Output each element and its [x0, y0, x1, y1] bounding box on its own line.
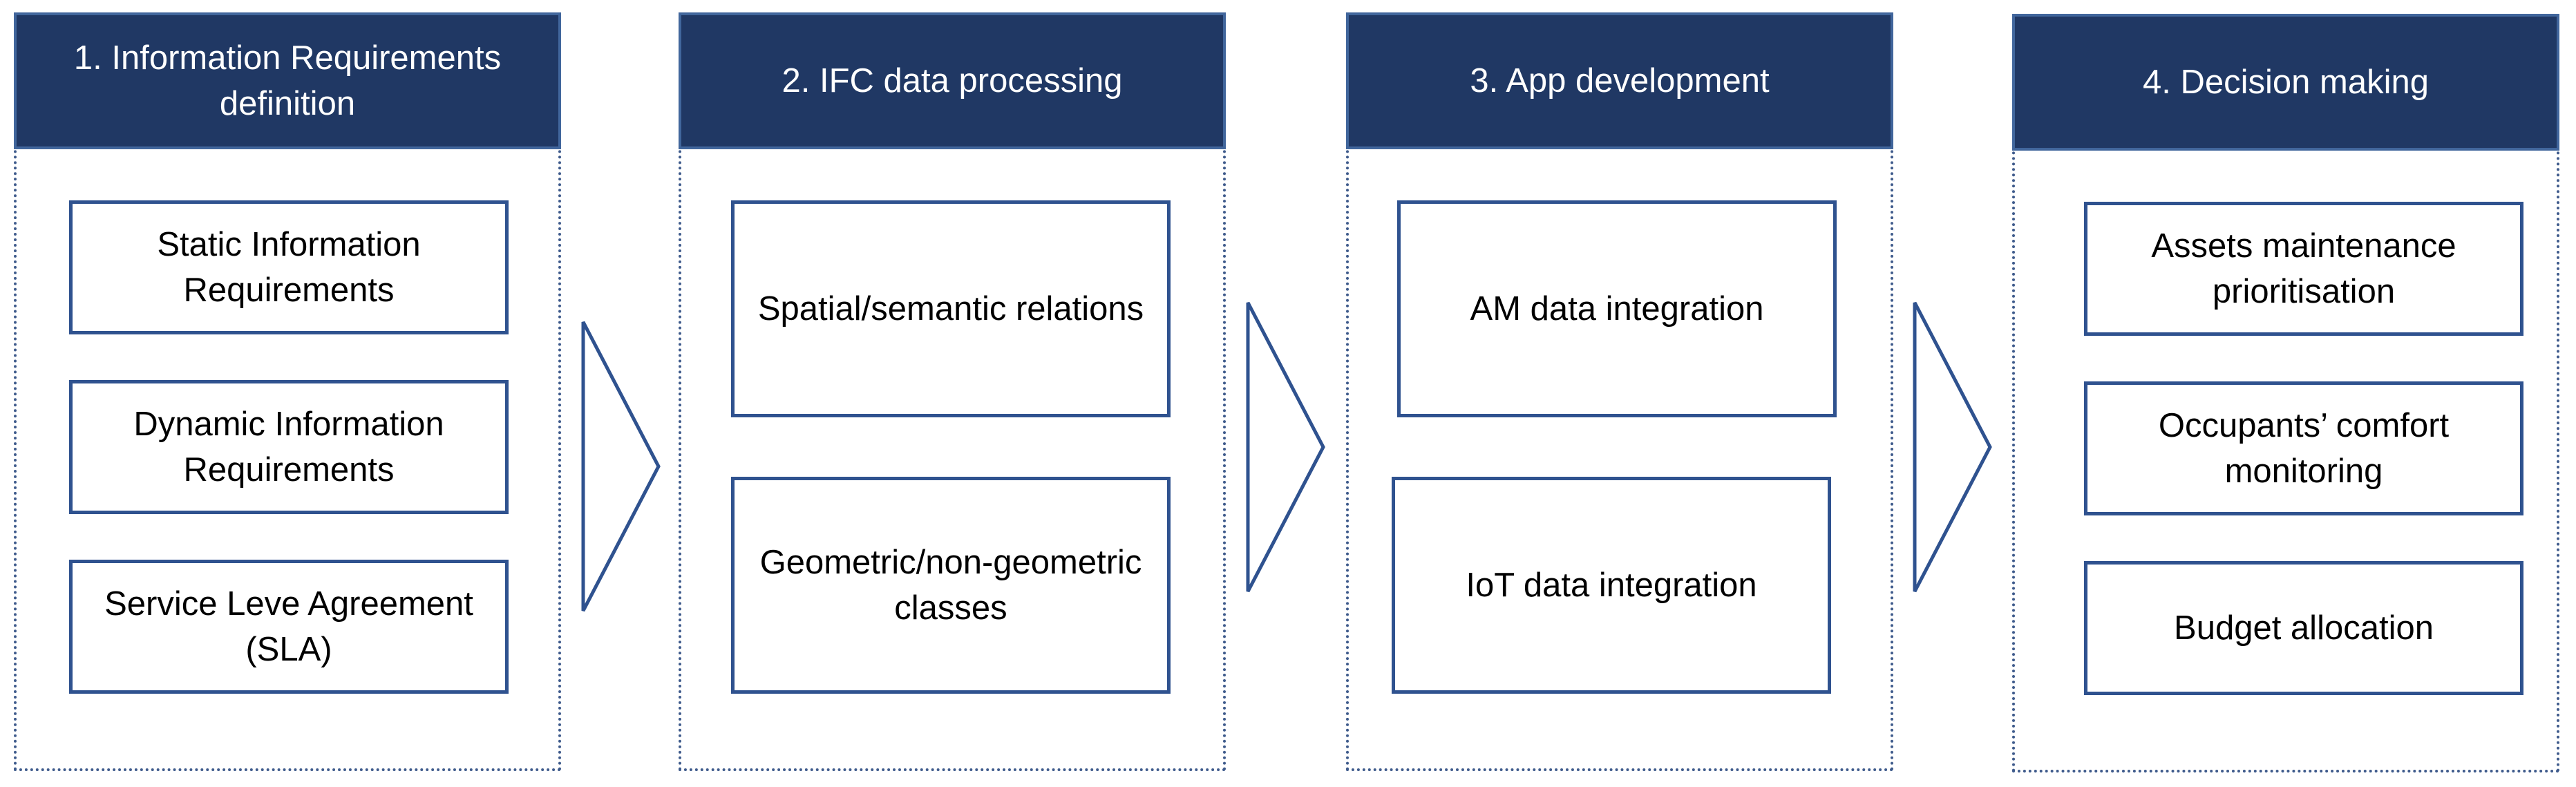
stage-3-item-am-data-integration: AM data integration	[1397, 200, 1837, 417]
stage-4-header: 4. Decision making	[2012, 14, 2559, 151]
stage-3-item-iot-data-integration: IoT data integration	[1392, 477, 1831, 694]
arrow-3-chevron-icon	[1913, 301, 1992, 593]
item-label: Occupants’ comfort monitoring	[2158, 407, 2450, 490]
stage-2-title: 2. IFC data processing	[782, 62, 1123, 99]
stage-1-title: 1. Information Requirements definition	[73, 39, 502, 122]
stage-4-item-assets-maintenance-prioritisation: Assets maintenance prioritisation	[2084, 202, 2523, 336]
item-label: IoT data integration	[1466, 567, 1757, 604]
stage-1-item-service-level-agreement: Service Leve Agreement (SLA)	[69, 560, 509, 694]
stage-4-title: 4. Decision making	[2143, 64, 2429, 101]
stage-4-item-budget-allocation: Budget allocation	[2084, 561, 2523, 695]
stage-1-item-dynamic-information-requirements: Dynamic Information Requirements	[69, 380, 509, 514]
arrow-2-chevron-icon	[1246, 301, 1325, 593]
stage-2-item-geometric-classes: Geometric/non-geometric classes	[731, 477, 1171, 694]
stage-2-item-spatial-semantic-relations: Spatial/semantic relations	[731, 200, 1171, 417]
stage-3-title: 3. App development	[1470, 62, 1770, 99]
stage-1-header: 1. Information Requirements definition	[14, 12, 561, 149]
stage-4-item-occupants-comfort-monitoring: Occupants’ comfort monitoring	[2084, 381, 2523, 515]
item-label: Assets maintenance prioritisation	[2151, 227, 2456, 310]
stage-2-header: 2. IFC data processing	[679, 12, 1226, 149]
arrow-1-chevron-icon	[581, 321, 661, 612]
item-label: AM data integration	[1470, 290, 1764, 328]
item-label: Service Leve Agreement (SLA)	[104, 585, 473, 668]
item-label: Spatial/semantic relations	[757, 290, 1144, 328]
stage-1-item-static-information-requirements: Static Information Requirements	[69, 200, 509, 334]
stage-3-header: 3. App development	[1346, 12, 1893, 149]
item-label: Dynamic Information Requirements	[133, 406, 444, 489]
item-label: Static Information Requirements	[157, 226, 421, 309]
item-label: Budget allocation	[2174, 609, 2434, 647]
item-label: Geometric/non-geometric classes	[759, 544, 1142, 627]
